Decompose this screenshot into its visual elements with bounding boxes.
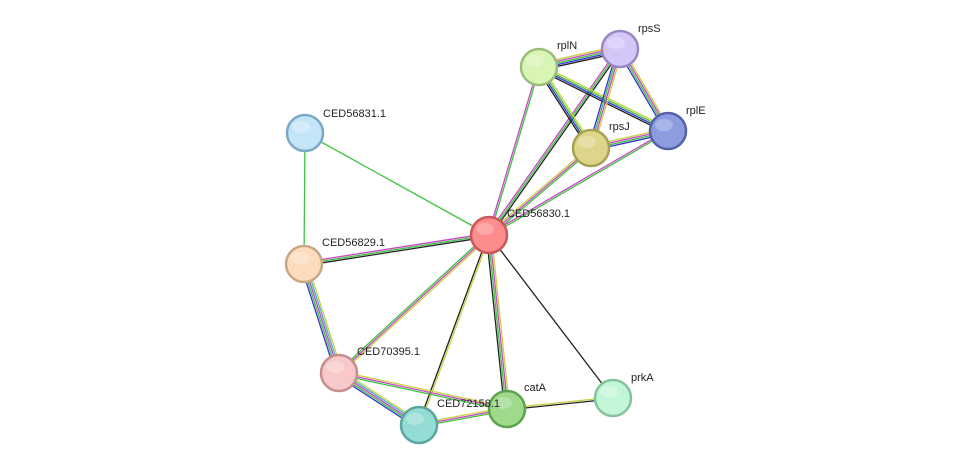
node-rpss[interactable] [600,29,640,69]
node-highlight [406,413,424,425]
node-highlight [600,386,618,398]
node-label-ced56831-1: CED56831.1 [323,108,386,120]
edge-evidence-line [485,235,506,410]
node-circle[interactable] [284,244,324,284]
edge-evidence-line [300,264,337,375]
edge-evidence-line [338,234,490,374]
edge-evidence-line [306,262,343,373]
edge-ced56830-1-rpln [487,66,541,236]
edge-evidence-line [487,146,591,235]
edge-evidence-line [338,374,507,412]
node-rpln[interactable] [519,47,559,87]
node-circle[interactable] [571,128,611,168]
node-ced56831-1[interactable] [285,113,325,153]
node-label-ced70395-1: CED70395.1 [357,346,420,358]
node-ced72158-1[interactable] [399,405,439,445]
node-prka[interactable] [593,378,633,418]
node-circle[interactable] [648,111,688,151]
node-circle[interactable] [319,353,359,393]
edge-evidence-line [489,67,541,236]
edge-evidence-line [489,234,509,409]
edge-ced56830-1-rpsj [487,146,593,237]
edge-ced56830-1-ced70395-1 [337,233,491,375]
edge-evidence-line [489,49,622,237]
node-highlight [476,223,494,235]
node-label-ced56829-1: CED56829.1 [322,237,385,249]
edge-evidence-line [338,372,508,410]
edge-evidence-line [487,66,539,235]
node-highlight [326,361,344,373]
edge-evidence-line [303,132,306,265]
edge-ced56830-1-rple [488,129,669,237]
node-circle[interactable] [469,215,509,255]
node-highlight [607,37,625,49]
edge-evidence-line [304,236,490,267]
node-circle[interactable] [593,378,633,418]
node-label-rpsj: rpsJ [609,121,630,133]
edge-evidence-line [490,234,511,409]
node-highlight [292,121,310,133]
node-label-rple: rplE [686,105,706,117]
node-highlight [655,119,673,131]
node-label-rpln: rplN [557,40,577,52]
edge-evidence-line [488,147,592,236]
node-circle[interactable] [487,389,527,429]
edge-evidence-line [337,233,489,373]
edge-evidence-line [489,131,669,237]
edge-evidence-line [339,370,508,408]
edge-evidence-line [489,148,593,237]
node-ced56830-1[interactable] [469,215,509,255]
edge-evidence-line [303,234,490,265]
node-rpsj[interactable] [571,128,611,168]
node-ced56829-1[interactable] [284,244,324,284]
edge-ced56830-1-cata [485,234,511,410]
node-circle[interactable] [519,47,559,87]
node-highlight [526,55,544,67]
nodes-layer [284,29,688,445]
node-circle[interactable] [285,113,325,153]
edge-ced56831-1-ced56830-1 [304,132,490,236]
node-label-cata: catA [524,382,547,394]
node-label-ced72158-1: CED72158.1 [437,398,500,410]
node-label-prka: prkA [631,372,654,384]
edge-ced56830-1-rpss [487,47,622,237]
edge-evidence-line [419,235,491,426]
edge-ced56831-1-ced56829-1 [303,132,306,265]
node-highlight [578,136,596,148]
edge-evidence-line [304,132,490,236]
edge-ced56830-1-ced72158-1 [417,234,491,426]
edge-evidence-line [488,48,621,236]
node-rple[interactable] [648,111,688,151]
node-circle[interactable] [600,29,640,69]
edge-evidence-line [303,232,489,263]
node-highlight [291,252,309,264]
node-circle[interactable] [399,405,439,445]
node-ced70395-1[interactable] [319,353,359,393]
edge-ced70395-1-cata [338,370,508,412]
edge-evidence-line [487,235,507,410]
edge-ced56829-1-ced56830-1 [303,232,490,267]
edge-evidence-line [488,234,614,399]
edge-evidence-line [539,65,669,131]
edge-evidence-line [487,47,620,235]
edge-ced56830-1-prka [488,234,614,399]
node-label-rpss: rpsS [638,23,661,35]
edge-evidence-line [488,129,668,235]
node-label-ced56830-1: CED56830.1 [507,208,570,220]
edge-evidence-line [339,235,491,375]
node-cata[interactable] [487,389,527,429]
node-highlight [494,397,512,409]
